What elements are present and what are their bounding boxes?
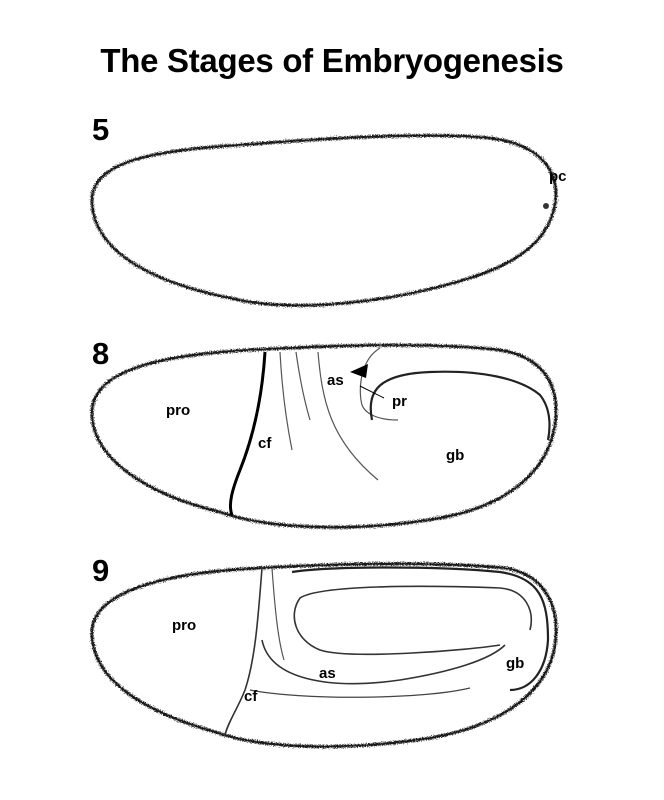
stage-5-embryo <box>90 134 558 307</box>
label-as: as <box>319 665 336 682</box>
label-gb: gb <box>506 655 525 672</box>
label-as: as <box>327 372 344 389</box>
label-pr: pr <box>392 393 407 410</box>
cephalic-furrow <box>224 567 263 736</box>
arrowhead-icon <box>350 364 368 378</box>
label-cf: cf <box>244 688 258 705</box>
label-pc: pc <box>549 168 567 185</box>
page-title: The Stages of Embryogenesis <box>100 42 564 79</box>
label-pro: pro <box>172 617 197 634</box>
label-gb: gb <box>446 447 465 464</box>
germ-band <box>291 566 550 692</box>
label-pro: pro <box>166 402 191 419</box>
germ-band <box>369 370 551 441</box>
stage-number-9: 9 <box>92 553 110 588</box>
stage-8-embryo <box>90 343 558 529</box>
label-cf: cf <box>258 435 272 452</box>
pole-cell-mark <box>543 203 549 209</box>
stage-9-embryo <box>90 562 558 749</box>
cephalic-furrow <box>228 351 267 516</box>
stage-number-5: 5 <box>92 112 110 147</box>
stage-number-8: 8 <box>92 336 110 371</box>
